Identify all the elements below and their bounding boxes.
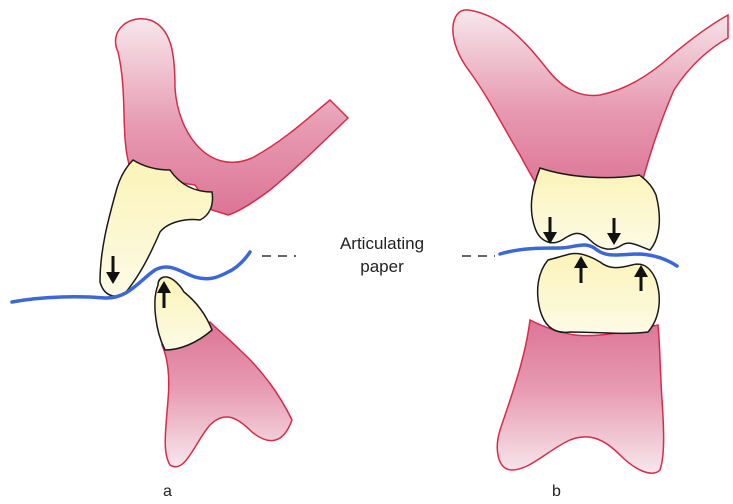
articulating-paper-label: Articulating paper (318, 232, 446, 278)
paper-label-line1: Articulating (318, 232, 446, 255)
panel-label-a: a (163, 483, 172, 501)
panel-label-b: b (552, 483, 561, 501)
upper-gum-b (453, 10, 728, 190)
lower-gum-b (497, 320, 663, 473)
paper-label-line2: paper (318, 255, 446, 278)
